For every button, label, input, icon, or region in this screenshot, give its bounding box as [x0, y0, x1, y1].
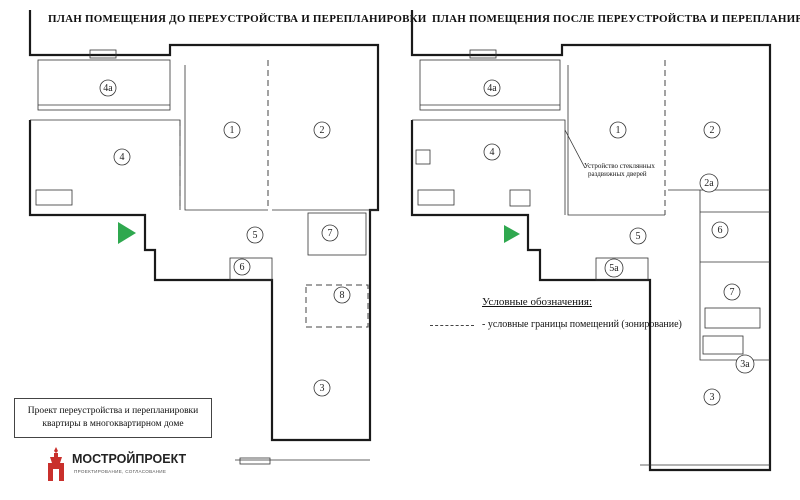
- plan-after: 4а 1 2 4 2а 5 6 5а 7 3а 3: [410, 10, 772, 472]
- zone-8-before: [305, 284, 369, 328]
- room-label-before-8: 3: [320, 383, 325, 394]
- balcony-before: [37, 59, 171, 111]
- room-label-after-2: 2: [710, 125, 715, 136]
- room-6-before: [229, 257, 273, 281]
- plan-after-title: ПЛАН ПОМЕЩЕНИЯ ПОСЛЕ ПЕРЕУСТРОЙСТВА И ПЕ…: [432, 13, 800, 25]
- annotation-line-1: Устройство стеклянных: [584, 162, 655, 170]
- project-caption-line-2: квартиры в многоквартирном доме: [42, 419, 184, 429]
- legend-title: Условные обозначения:: [482, 296, 593, 308]
- outer-wall-after: [410, 10, 772, 472]
- stove-after: [415, 149, 431, 165]
- room-labels-before: 4а 1 2 4 5 7 6 8 3: [99, 79, 351, 397]
- wall-room1-after: [567, 65, 665, 216]
- company-name: МОСТРОЙПРОЕКТ: [72, 452, 187, 466]
- project-caption-line-1: Проект переустройства и перепланировки: [27, 406, 199, 416]
- room-label-before-5: 7: [328, 228, 333, 239]
- room-label-before-4: 5: [253, 230, 258, 241]
- bathtub-after: [704, 307, 761, 329]
- room-label-before-0: 4а: [103, 83, 113, 94]
- wall-room4-after: [412, 119, 566, 215]
- plan-before-title: ПЛАН ПОМЕЩЕНИЯ ДО ПЕРЕУСТРОЙСТВА И ПЕРЕП…: [48, 13, 427, 25]
- legend-dash-sample: [430, 325, 474, 326]
- entrance-arrow-after: [504, 225, 520, 243]
- radiator-before: [35, 189, 73, 206]
- room-label-after-5: 5: [636, 231, 641, 242]
- room-labels-after: 4а 1 2 4 2а 5 6 5а 7 3а 3: [483, 79, 755, 406]
- room-label-before-6: 6: [240, 262, 245, 273]
- room-label-after-8: 7: [730, 287, 735, 298]
- room-label-before-7: 8: [340, 290, 345, 301]
- room-label-after-7: 5а: [609, 263, 619, 274]
- project-caption-box: Проект переустройства и перепланировки к…: [14, 398, 212, 438]
- wall-bath-after: [699, 190, 770, 361]
- room-label-after-9: 3а: [740, 359, 750, 370]
- room-label-after-0: 4а: [487, 83, 497, 94]
- legend-item: - условные границы помещений (зонировани…: [482, 319, 682, 330]
- wall-room1-before: [184, 65, 268, 211]
- entrance-arrow-before: [118, 222, 136, 244]
- annotation-leader: [564, 129, 586, 169]
- room-label-after-1: 1: [616, 125, 621, 136]
- room-label-before-3: 4: [120, 152, 125, 163]
- annotation-line-2: раздвижных дверей: [588, 170, 647, 178]
- radiator-after: [417, 189, 455, 206]
- bath-7-before: [307, 212, 367, 256]
- window-after: [469, 49, 497, 59]
- room-label-after-4: 2а: [704, 178, 714, 189]
- room-label-after-3: 4: [490, 147, 495, 158]
- wall-room4-before: [30, 119, 181, 210]
- outer-wall-before: [28, 10, 380, 442]
- room-label-after-6: 6: [718, 225, 723, 236]
- room-label-before-1: 1: [230, 125, 235, 136]
- window-bottom-box-before: [239, 457, 271, 465]
- room-label-after-10: 3: [710, 392, 715, 403]
- room-3a-after: [702, 335, 744, 355]
- room-5a-after: [595, 257, 649, 281]
- room-label-before-2: 2: [320, 125, 325, 136]
- window-before: [89, 49, 117, 59]
- company-logo-icon: [48, 447, 64, 481]
- company-tagline: ПРОЕКТИРОВАНИЕ, СОГЛАСОВАНИЕ: [74, 469, 167, 474]
- balcony-after: [419, 59, 561, 111]
- sink-after: [509, 189, 531, 207]
- plan-before: 4а 1 2 4 5 7 6 8 3: [28, 10, 380, 465]
